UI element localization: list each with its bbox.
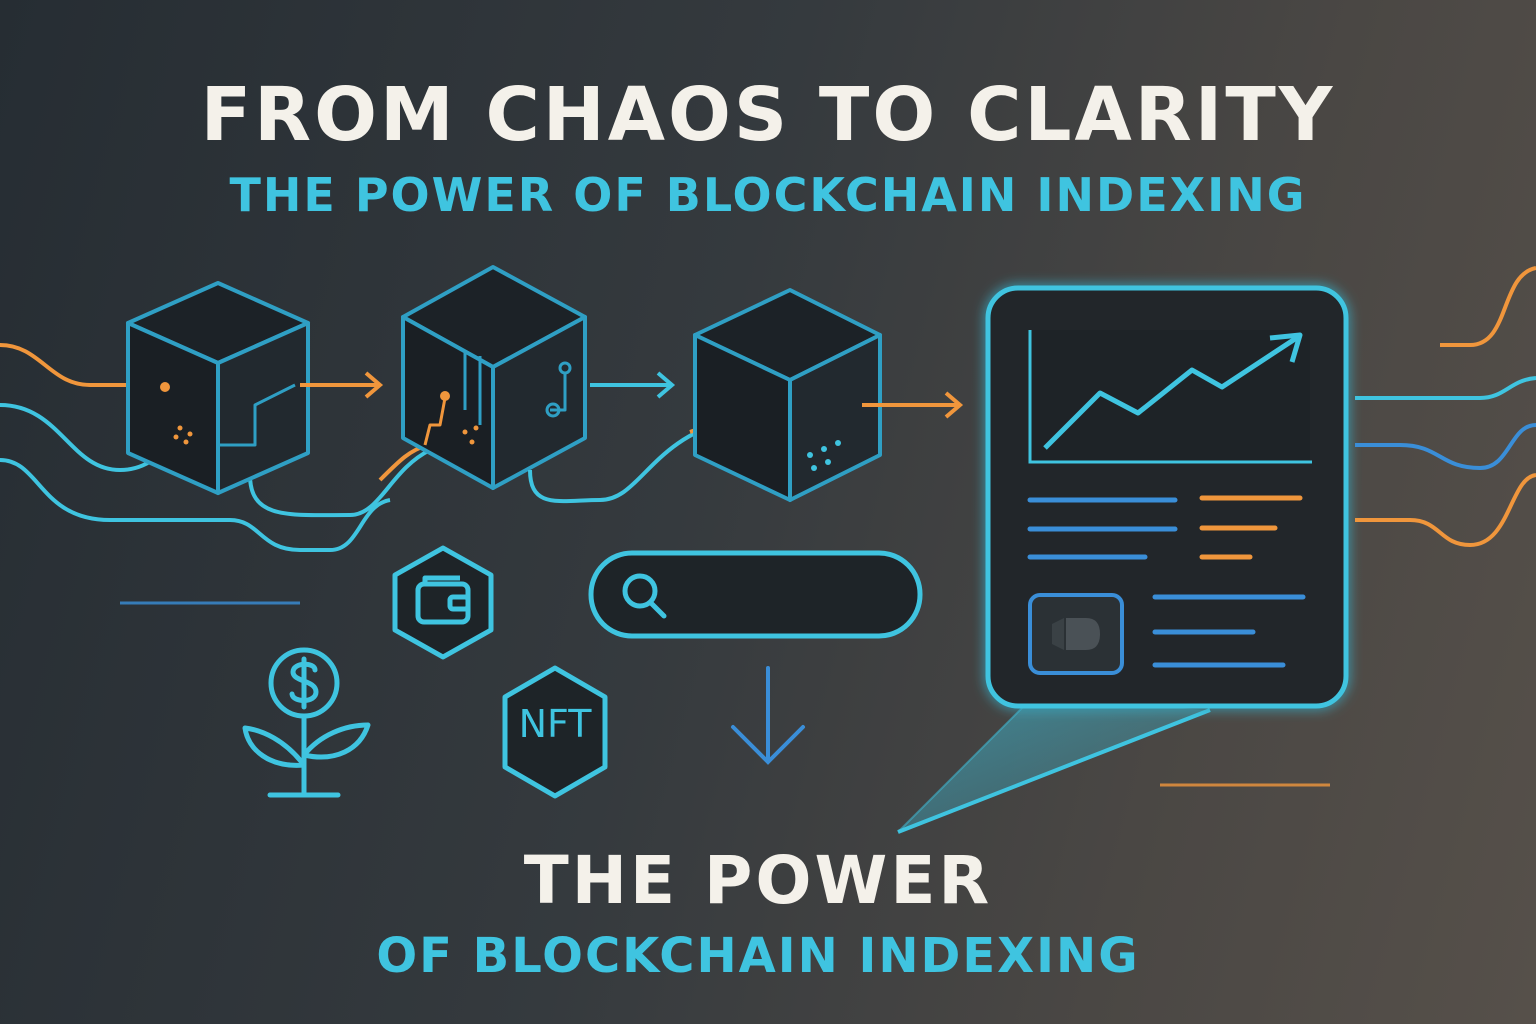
projection-beam (898, 700, 1210, 832)
arrow-2 (590, 371, 676, 399)
footer-title: THE POWER (523, 842, 993, 919)
block-3-cube-icon (693, 288, 882, 502)
dollar-plant-icon (242, 647, 371, 798)
data-streams-left (0, 343, 431, 605)
data-streams-right (1160, 266, 1536, 787)
trend-line (1043, 334, 1300, 450)
nft-badge-icon (502, 665, 608, 799)
arrow-down-icon (731, 666, 805, 765)
page-title: FROM CHAOS TO CLARITY (200, 72, 1336, 158)
arrow-3 (862, 391, 964, 419)
block-2-cube-icon (401, 265, 587, 490)
footer-subtitle: OF BLOCKCHAIN INDEXING (376, 928, 1140, 984)
page-subtitle: THE POWER OF BLOCKCHAIN INDEXING (229, 168, 1307, 222)
nft-badge-label: NFT (518, 702, 592, 746)
search-bar (588, 550, 923, 639)
block-1-cube-icon (126, 281, 310, 495)
search-icon (622, 573, 667, 619)
wallet-icon (392, 545, 494, 660)
arrow-1 (300, 371, 384, 399)
dashboard-panel-icon (985, 285, 1349, 709)
